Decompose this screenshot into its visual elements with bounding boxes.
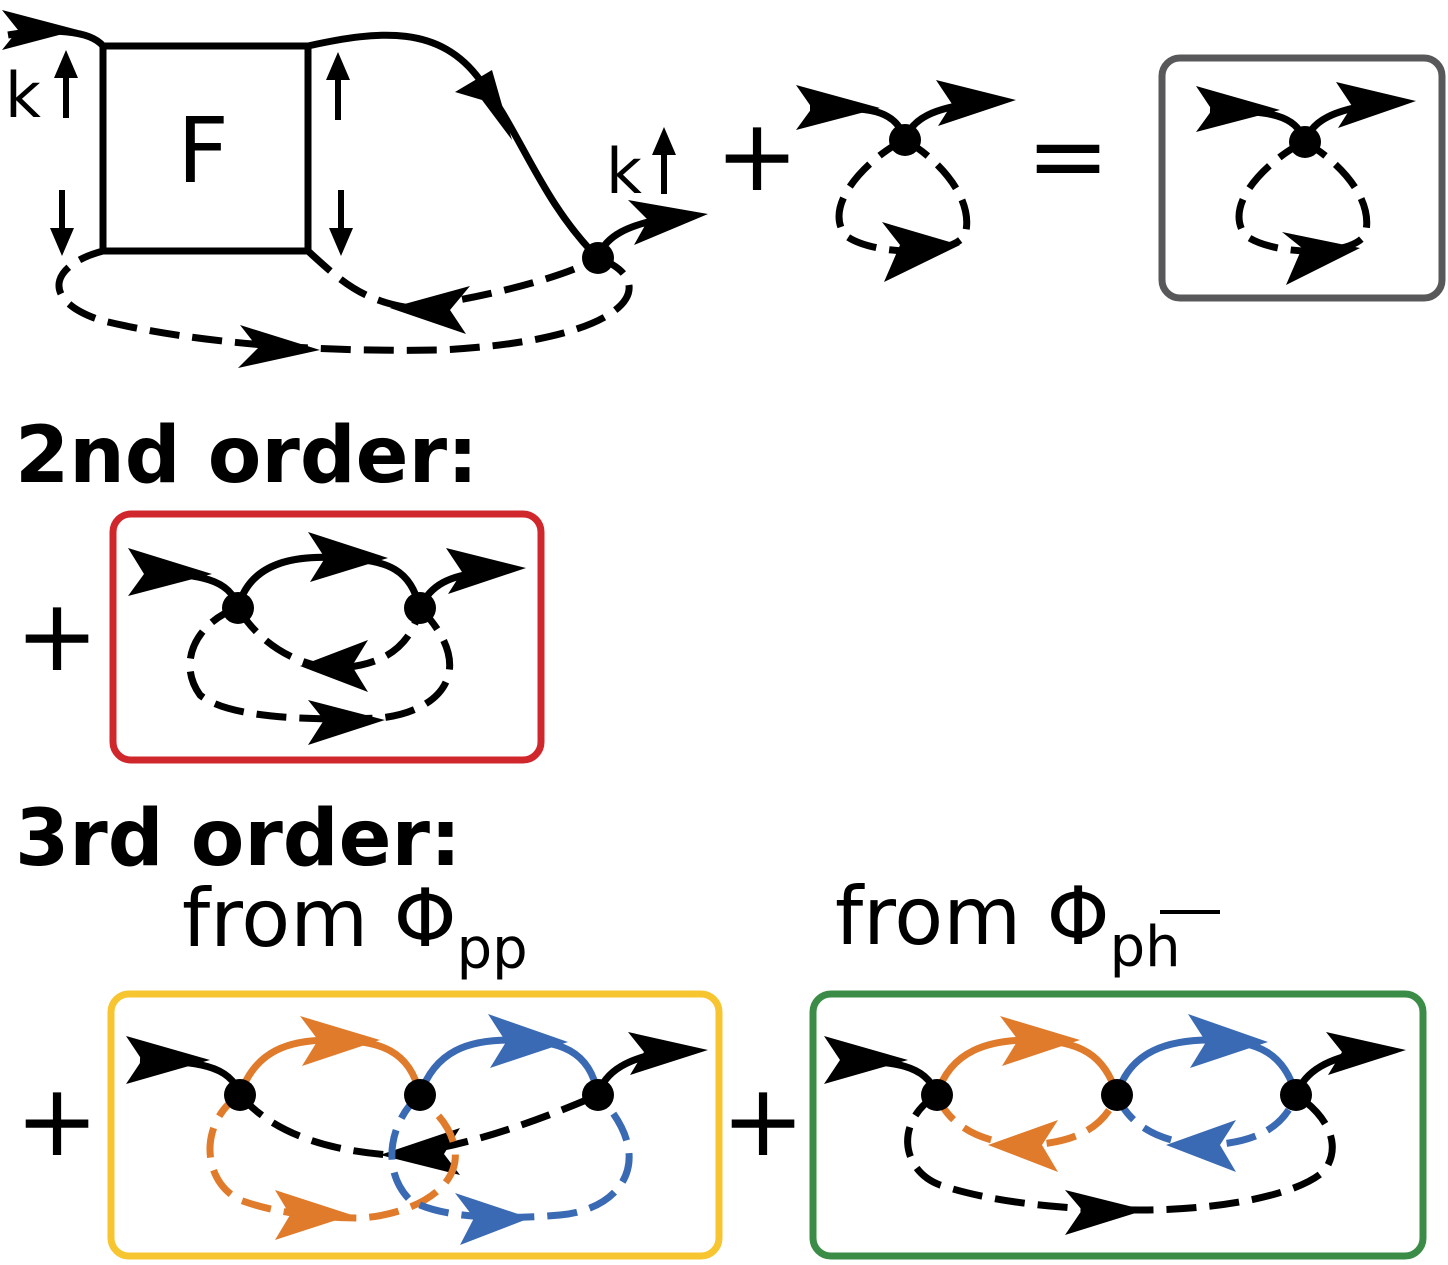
dashed-arrow-icon	[1065, 1190, 1145, 1235]
incoming-arrow-icon	[796, 85, 880, 130]
third-order-heading: 3rd order:	[15, 794, 461, 884]
outgoing-arrow-icon	[1326, 1032, 1406, 1075]
spin-down-arrow-icon	[329, 190, 353, 256]
pp-label-prefix: from Φ	[182, 872, 457, 965]
outgoing-arrow-icon	[628, 1032, 708, 1075]
spin-up-arrow-icon	[326, 52, 350, 120]
plus-sign: +	[721, 1062, 805, 1179]
third-order-section: 3rd order: from Φpp from Φph + +	[15, 794, 1427, 1260]
spin-down-arrow-icon	[50, 190, 74, 256]
equals-sign: =	[1026, 97, 1110, 214]
result-box	[1158, 54, 1446, 302]
orange-arrow-icon	[988, 1120, 1058, 1172]
incoming-arrow-icon	[126, 1036, 210, 1084]
spin-up-arrow-icon	[54, 50, 78, 118]
pp-subscript: pp	[457, 917, 528, 982]
ph-subscript: ph	[1110, 915, 1181, 980]
f-vertex-box	[99, 42, 312, 255]
orange-arrow-icon	[1000, 1016, 1080, 1066]
blue-arrow-icon	[1188, 1014, 1268, 1068]
pp-diagram	[126, 1014, 708, 1245]
ph-label: from Φph	[835, 870, 1181, 980]
incoming-arrow-icon	[128, 548, 212, 596]
plus-sign: +	[15, 1062, 99, 1179]
vertex-dot	[1101, 1079, 1133, 1111]
dashed-arrow-icon	[882, 222, 960, 282]
vertex-dot	[582, 242, 614, 274]
propagator-arrow-icon	[455, 70, 512, 140]
vertex-dot	[222, 592, 254, 624]
top-equation: F k k	[2, 10, 1446, 368]
blue-arrow-icon	[1166, 1120, 1236, 1172]
plus-sign: +	[715, 97, 799, 214]
vertex-dot	[1289, 126, 1321, 158]
plus-sign: +	[15, 577, 99, 694]
second-order-diagram	[128, 532, 526, 745]
tadpole-diagram	[1196, 82, 1416, 285]
vertex-dot	[1280, 1079, 1312, 1111]
vertex-dot	[921, 1079, 953, 1111]
pp-diagram-box	[107, 990, 723, 1260]
dashed-arrow-icon	[1282, 232, 1360, 285]
vertex-dot	[582, 1079, 614, 1111]
dashed-arrow-icon	[380, 1128, 460, 1175]
dashed-loop	[55, 247, 633, 354]
outgoing-arrow-icon	[446, 548, 526, 594]
dashed-arrow-icon	[238, 325, 320, 368]
ph-diagram	[824, 1014, 1406, 1235]
blue-arrow-icon	[488, 1014, 568, 1068]
incoming-arrow-icon	[1196, 86, 1280, 132]
dashed-arrow-icon	[308, 700, 385, 745]
blue-arrow-icon	[455, 1193, 530, 1245]
incoming-arrow-icon	[2, 10, 78, 50]
outgoing-arrow-icon	[628, 200, 708, 245]
vertex-dot	[889, 124, 921, 156]
propagator-arrow-icon	[308, 532, 388, 582]
ph-label-prefix: from Φ	[835, 870, 1110, 963]
dashed-arrow-icon	[300, 640, 368, 692]
solid-propagator	[307, 31, 601, 261]
orange-arrow-icon	[300, 1016, 380, 1066]
vertex-dot	[404, 592, 436, 624]
orange-arrow-icon	[275, 1190, 352, 1240]
dashed-arrow-icon	[390, 286, 470, 334]
outgoing-arrow-icon	[936, 80, 1016, 126]
incoming-arrow-icon	[824, 1036, 908, 1084]
momentum-label-right: k	[606, 135, 642, 208]
second-order-section: 2nd order: +	[15, 411, 545, 764]
vertex-dot	[404, 1079, 436, 1111]
momentum-label-left: k	[5, 59, 41, 132]
dashed-propagator	[305, 248, 600, 312]
second-order-box	[109, 510, 545, 764]
pp-label: from Φpp	[182, 872, 528, 982]
outgoing-arrow-icon	[1336, 82, 1416, 128]
vertex-dot	[224, 1079, 256, 1111]
ph-diagram-box	[809, 990, 1427, 1260]
tadpole-diagram	[796, 80, 1016, 282]
second-order-heading: 2nd order:	[15, 411, 478, 501]
spin-up-arrow-icon	[652, 127, 676, 194]
f-vertex-label: F	[177, 99, 229, 204]
